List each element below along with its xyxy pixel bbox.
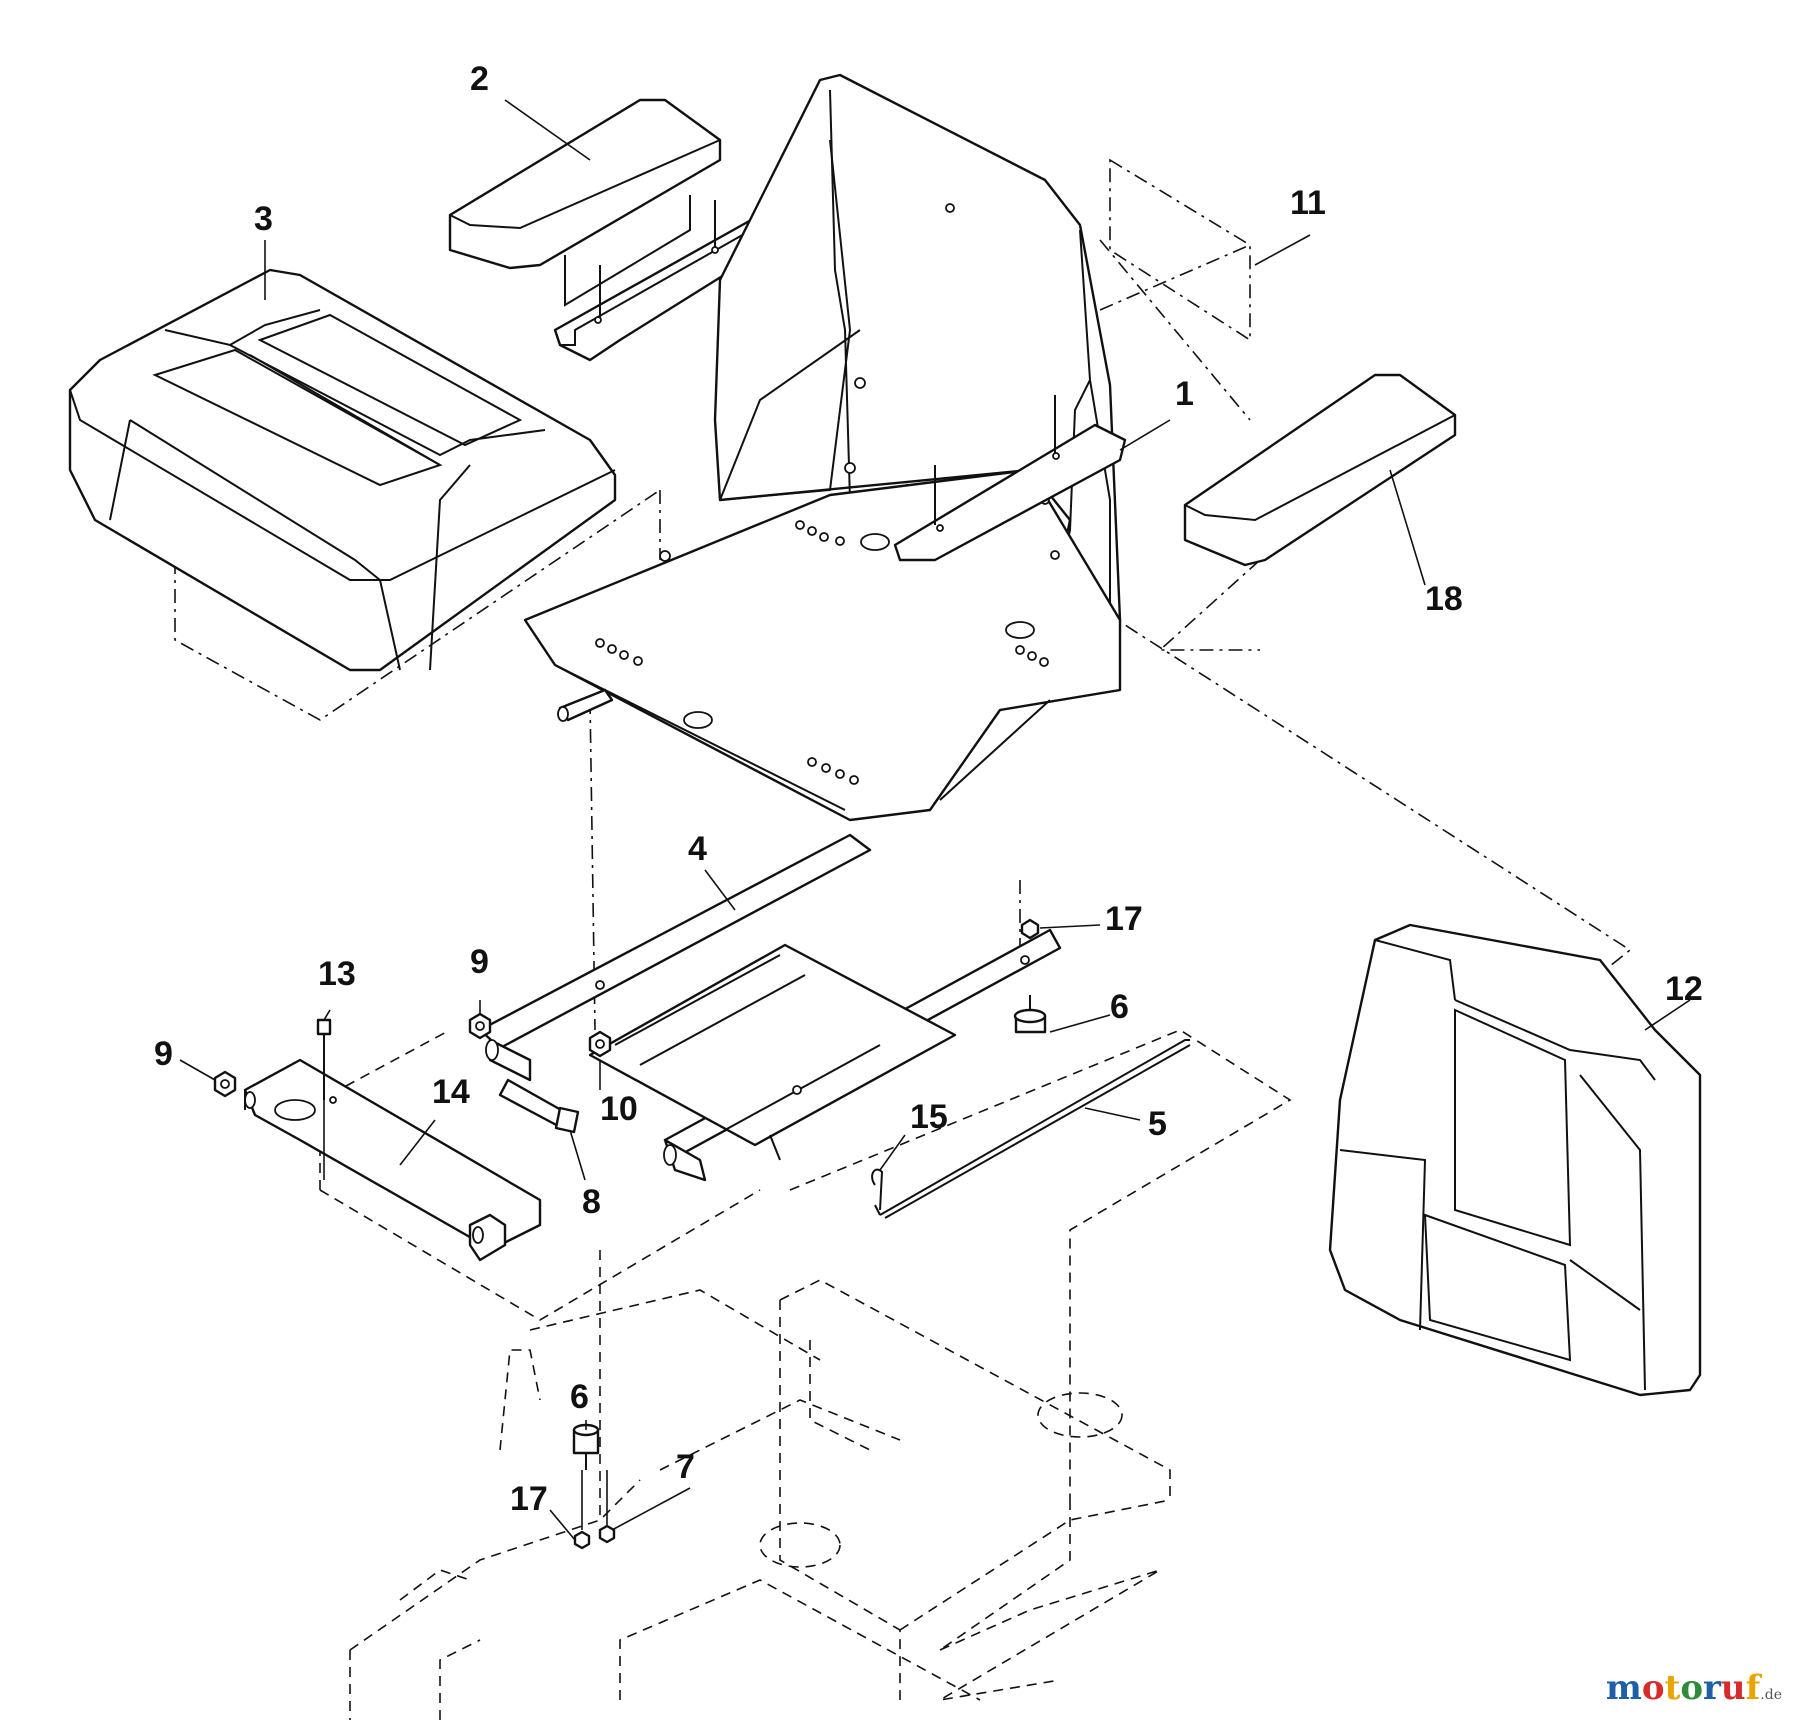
callout-labels: 1 2 3 4 5 6 6 7 8 9 9 10 11 12 13 14 15 …: [154, 60, 1703, 1518]
mower-frame-outline: [349, 1279, 1171, 1720]
callout-6-upper: 6: [1110, 988, 1129, 1026]
callout-8: 8: [582, 1183, 601, 1221]
callout-5: 5: [1148, 1105, 1167, 1143]
callout-12: 12: [1665, 970, 1703, 1008]
watermark-letter: o: [1680, 1668, 1703, 1708]
seat-frame: [478, 833, 1062, 1182]
hardware: [213, 918, 1191, 1550]
hinge-bracket: [243, 1058, 542, 1262]
armrest-bracket-left: [553, 200, 792, 362]
callout-9-left: 9: [154, 1035, 173, 1073]
seat-pan: [523, 73, 1127, 822]
seat-back-cushion: [1328, 923, 1702, 1397]
callout-11: 11: [1290, 184, 1326, 222]
watermark-letter: m: [1605, 1668, 1642, 1708]
callout-10: 10: [600, 1090, 638, 1128]
watermark-brand: motoruf: [1606, 1668, 1760, 1708]
callout-9-right: 9: [470, 943, 489, 981]
callout-13: 13: [318, 955, 356, 993]
watermark-suffix: .de: [1760, 1687, 1782, 1703]
callout-18: 18: [1425, 580, 1463, 618]
watermark-letter: u: [1720, 1668, 1746, 1708]
callout-17-upper: 17: [1105, 900, 1143, 938]
callout-7: 7: [676, 1448, 695, 1486]
callout-1: 1: [1175, 375, 1194, 413]
callout-6-lower: 6: [570, 1378, 589, 1416]
watermark-letter: r: [1703, 1668, 1721, 1708]
armrest-left: [448, 98, 722, 307]
callout-17-lower: 17: [510, 1480, 548, 1518]
leader-lines: [179, 99, 1691, 1541]
callout-4: 4: [688, 830, 707, 868]
callout-3: 3: [254, 200, 273, 238]
callout-14: 14: [432, 1073, 470, 1111]
watermark-letter: t: [1664, 1668, 1681, 1708]
callout-2: 2: [470, 60, 489, 98]
watermark-letter: f: [1745, 1668, 1761, 1708]
callout-15: 15: [910, 1098, 948, 1136]
watermark-letter: o: [1641, 1668, 1665, 1708]
watermark-logo: motoruf.de: [1606, 1668, 1782, 1708]
armrest-right: [1183, 373, 1457, 567]
seat-cushion: [68, 268, 617, 672]
